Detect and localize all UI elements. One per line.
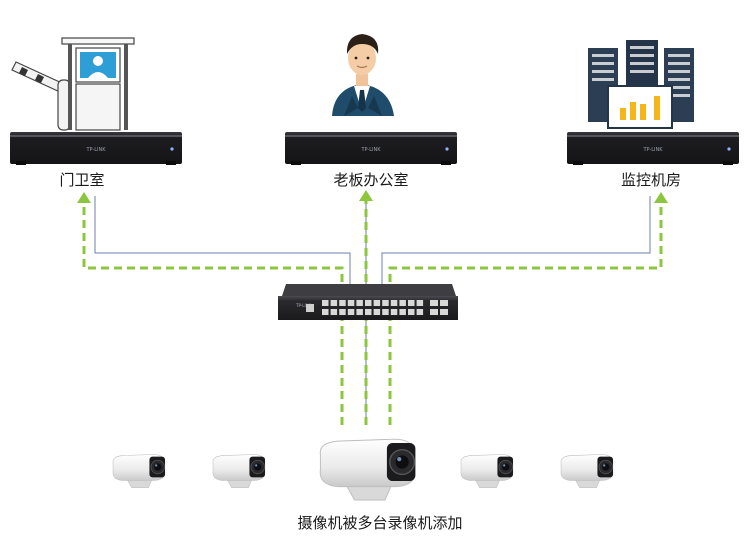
gate-booth-icon	[11, 37, 135, 131]
switch-port	[322, 309, 329, 315]
nvr-boss-brand: TP-LINK	[360, 147, 381, 153]
switch-sfp-port	[430, 300, 438, 306]
switch-port	[390, 300, 398, 306]
switch-port	[399, 309, 406, 315]
switch-port	[373, 309, 381, 315]
switch-port	[365, 300, 372, 306]
switch-port	[408, 309, 415, 315]
dashed-link-guard	[82, 200, 344, 425]
switch-sfp-port	[440, 300, 448, 306]
boss-person-icon	[332, 34, 394, 116]
camera-5	[560, 454, 614, 489]
arrow-guard	[77, 192, 91, 203]
label-guard-room: 门卫室	[59, 171, 105, 189]
camera-1	[112, 454, 166, 489]
switch-port	[382, 300, 389, 306]
nvr-monitor: TP-LINK	[567, 132, 739, 165]
switch-port	[356, 300, 363, 306]
arrow-monitor	[654, 192, 668, 203]
switch-port	[399, 300, 406, 306]
switch-brand: TP-LINK	[295, 303, 312, 308]
connection-lines	[77, 190, 668, 425]
label-boss-office: 老板办公室	[333, 171, 409, 189]
switch-sfp-port	[440, 309, 448, 315]
solid-link-monitor	[381, 196, 651, 288]
camera-main	[319, 438, 416, 501]
switch-port	[416, 300, 424, 306]
switch-port	[416, 309, 424, 315]
solid-link-guard	[94, 196, 351, 288]
diagram-caption: 摄像机被多台录像机添加	[297, 514, 463, 532]
arrow-boss	[359, 190, 373, 201]
switch-port	[339, 300, 346, 306]
nvr-guard: TP-LINK	[10, 132, 182, 165]
switch-sfp-port	[430, 309, 438, 315]
nvr-guard-brand: TP-LINK	[85, 147, 106, 153]
nvr-boss: TP-LINK	[285, 132, 457, 165]
switch-port	[347, 300, 355, 306]
camera-4	[460, 454, 514, 489]
switch-port	[365, 309, 372, 315]
switch-port	[322, 300, 329, 306]
switch-port	[330, 309, 338, 315]
switch-port	[390, 309, 398, 315]
camera-2	[212, 454, 266, 489]
switch-port	[330, 300, 338, 306]
switch-port	[356, 309, 363, 315]
switch-port	[347, 309, 355, 315]
server-room-icon	[588, 40, 694, 129]
switch-port	[408, 300, 415, 306]
switch-port	[382, 309, 389, 315]
network-switch: TP-LINK	[278, 284, 458, 320]
dashed-link-monitor	[388, 200, 663, 425]
nvr-monitor-brand: TP-LINK	[642, 147, 663, 153]
switch-port	[373, 300, 381, 306]
camera-group	[112, 438, 614, 501]
label-monitor-room: 监控机房	[620, 171, 682, 189]
switch-port	[339, 309, 346, 315]
switch-ports	[322, 300, 448, 315]
